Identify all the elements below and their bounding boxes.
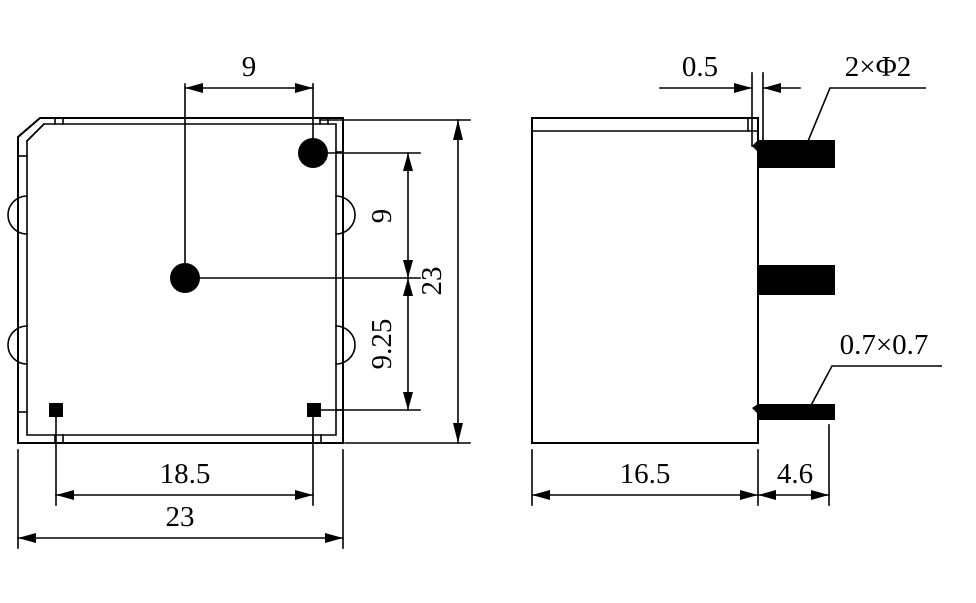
right-square-terminal	[307, 403, 321, 417]
arrow-h-23-left	[18, 533, 36, 543]
leader-line-hole-callout	[805, 87, 926, 147]
dim-label-body-height: 23	[416, 267, 448, 296]
front-view-notch-left-lower	[7, 325, 28, 365]
dim-label-lid-thickness: 0.5	[682, 51, 718, 83]
arrow-v-9-top	[403, 153, 413, 171]
callout-terminal-section: 0.7×0.7	[807, 329, 942, 412]
dimension-horizontal-chain: 18.5 23	[17, 416, 344, 549]
dim-label-hole-callout: 2×Φ2	[845, 51, 912, 83]
dim-label-pin-spacing-top: 9	[242, 51, 257, 83]
arrow-h-185-left	[56, 490, 74, 500]
front-view-notch-right-upper	[335, 195, 356, 235]
dimension-side-horizontal: 16.5 4.6	[531, 424, 830, 506]
dim-label-body-depth: 16.5	[620, 458, 671, 490]
arrow-46-right	[811, 490, 829, 500]
arrow-v-23-top	[453, 120, 463, 140]
front-view-notch-right-lower	[335, 325, 356, 365]
dim-label-body-width: 23	[166, 501, 195, 533]
arrow-05-right	[763, 83, 781, 93]
arrow-05-left	[734, 83, 752, 93]
bottom-terminal	[752, 404, 835, 420]
dim-label-hole-offset-vertical: 9	[366, 209, 398, 224]
dimension-pin-spacing-top: 9	[184, 51, 314, 269]
top-terminal	[752, 140, 835, 168]
dimension-vertical-chain: 9 9.25 23	[194, 119, 471, 444]
arrow-165-right	[740, 490, 758, 500]
arrow-top-9-right	[295, 83, 313, 93]
arrow-v-925-top	[403, 278, 413, 296]
left-square-terminal	[49, 403, 63, 417]
side-view-body	[531, 117, 835, 444]
dimension-lid-thickness: 0.5	[659, 51, 801, 147]
dim-label-lower-offset-vertical: 9.25	[366, 319, 398, 370]
arrow-h-23-right	[325, 533, 343, 543]
arrow-v-925-bottom	[403, 392, 413, 410]
arrow-165-left	[532, 490, 550, 500]
dim-label-terminal-section: 0.7×0.7	[840, 329, 929, 361]
callout-hole-diameter: 2×Φ2	[805, 51, 926, 147]
arrow-46-left	[758, 490, 776, 500]
lower-round-hole	[170, 263, 200, 293]
front-view-chamfer-inner	[25, 122, 46, 143]
leader-line-terminal-callout	[807, 365, 942, 412]
middle-terminal	[758, 265, 835, 295]
dim-label-terminal-depth: 4.6	[777, 458, 813, 490]
upper-round-hole	[298, 138, 328, 168]
arrow-top-9-left	[185, 83, 203, 93]
arrow-h-185-right	[295, 490, 313, 500]
side-view-outer-outline	[531, 117, 759, 444]
front-view-chamfer-outer	[16, 116, 42, 139]
arrow-v-23-bottom	[453, 423, 463, 443]
arrow-v-9-bottom	[403, 260, 413, 278]
front-view-body	[7, 116, 356, 444]
dim-label-pin-span-horizontal: 18.5	[160, 458, 211, 490]
front-view-notch-left-upper	[7, 195, 28, 235]
